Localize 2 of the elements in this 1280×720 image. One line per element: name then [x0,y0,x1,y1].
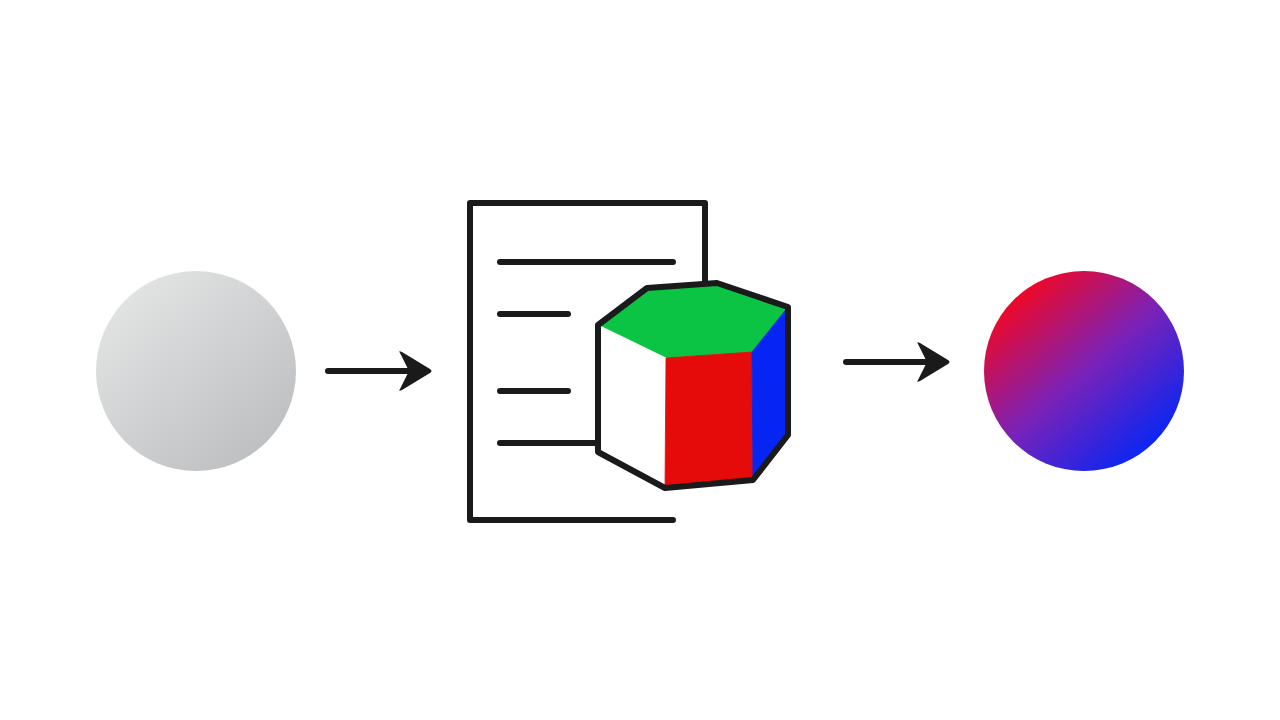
gradient-circle [984,271,1184,471]
shaded-circle [96,271,296,471]
